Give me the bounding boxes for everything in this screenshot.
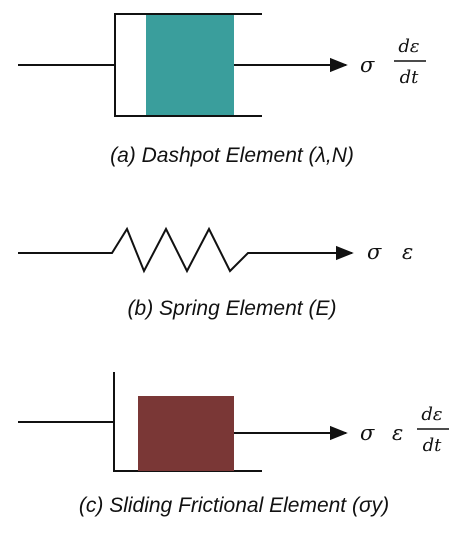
friction-element: σ ε dε dt (c) Sliding Frictional Element… bbox=[18, 372, 449, 517]
spring-sigma-label: σ bbox=[367, 240, 382, 264]
dashpot-piston bbox=[146, 15, 234, 115]
friction-caption: (c) Sliding Frictional Element (σy) bbox=[79, 494, 389, 517]
dashpot-sigma-label: σ bbox=[360, 53, 375, 77]
spring-strain-label: ε bbox=[402, 240, 413, 264]
friction-sigma-label: σ bbox=[360, 421, 375, 445]
dashpot-cylinder bbox=[114, 13, 262, 117]
dashpot-caption: (a) Dashpot Element (λ,N) bbox=[110, 144, 354, 167]
friction-strain-label: ε bbox=[392, 421, 403, 445]
spring-caption: (b) Spring Element (E) bbox=[128, 297, 337, 320]
dashpot-element: σ dε dt (a) Dashpot Element (λ,N) bbox=[18, 13, 426, 167]
friction-rate-denominator: dt bbox=[423, 435, 443, 456]
spring-element: σ ε (b) Spring Element (E) bbox=[18, 226, 413, 320]
friction-rate-numerator: dε bbox=[421, 404, 442, 425]
dashpot-rate-denominator: dt bbox=[400, 67, 420, 88]
spring-coil bbox=[18, 226, 354, 274]
friction-block bbox=[138, 396, 234, 471]
dashpot-rate-numerator: dε bbox=[398, 36, 419, 57]
